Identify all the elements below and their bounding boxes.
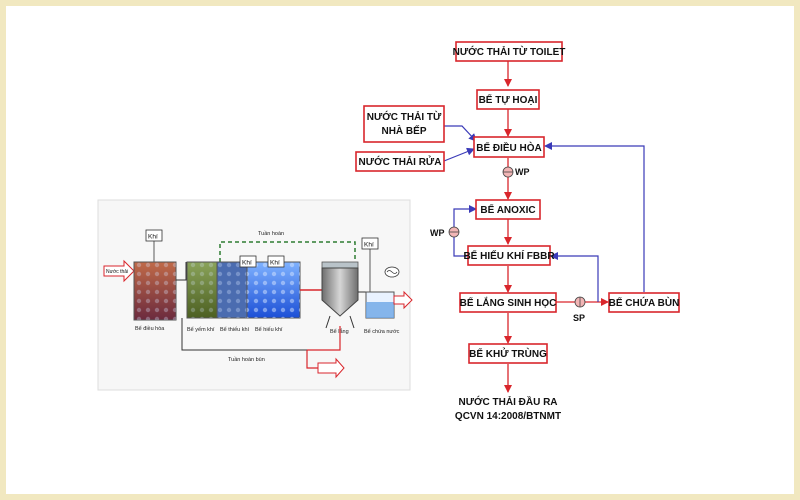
node-thai-rua: NƯỚC THẢI RỬA xyxy=(355,151,445,172)
pump-sp: SP xyxy=(573,296,586,323)
node-khu-trung: BỂ KHỬ TRÙNG xyxy=(468,343,548,364)
label-recirc-top: Tuần hoàn xyxy=(258,231,284,237)
air-supply-2: Khí xyxy=(239,255,257,268)
clarifier: Bể lắng xyxy=(321,261,359,335)
pump-wp-label-2: WP xyxy=(430,228,445,238)
equalization-tank: Bể điều hòa xyxy=(133,261,177,332)
khi-label-3: Khí xyxy=(270,260,280,267)
sludge-recirculation: Tuần hoàn bùn xyxy=(181,318,345,379)
khi-label-4: Khí xyxy=(364,242,374,249)
air-supply-4: Khí xyxy=(361,237,379,292)
process-diagram: Nước thải Khí Bể điều hòa Tuần hoàn xyxy=(97,41,680,422)
clean-water-tank: Bể chứa nước xyxy=(358,291,400,335)
air-supply-1: Khí xyxy=(145,229,163,262)
node-nha-bep: NƯỚC THẢI TỪ NHÀ BẾP xyxy=(363,105,445,143)
treatment-schematic: Nước thải Khí Bể điều hòa Tuần hoàn xyxy=(97,199,413,391)
khi-label-1: Khí xyxy=(148,234,158,241)
label-tank-hieu-khi: Bể hiếu khí xyxy=(255,326,283,333)
air-supply-3: Khí xyxy=(267,255,285,268)
node-hieu-khi-fbbr-label: BỂ HIẾU KHÍ FBBR xyxy=(463,249,555,262)
node-nha-bep-line1: NƯỚC THẢI TỪ xyxy=(367,110,442,123)
node-khu-trung-label: BỂ KHỬ TRÙNG xyxy=(469,347,547,360)
node-chua-bun-label: BỂ CHỨA BÙN xyxy=(609,296,680,309)
arrow-chuabun-dieuhoa xyxy=(544,142,645,292)
arrow-thairua-dieuhoa xyxy=(443,147,475,162)
outflow-arrow xyxy=(393,290,413,310)
node-toilet: NƯỚC THẢI TỪ TOILET xyxy=(453,41,566,62)
flowchart: NƯỚC THẢI TỪ TOILET BỂ TỰ HOẠI NƯỚC THẢI… xyxy=(355,41,680,422)
blower-icon xyxy=(384,266,400,278)
arrow-nhabep-dieuhoa xyxy=(444,125,477,142)
output-line-1: NƯỚC THẢI ĐẦU RA xyxy=(458,395,557,408)
node-dieu-hoa-label: BỂ ĐIỀU HÒA xyxy=(476,141,542,154)
node-chua-bun: BỂ CHỨA BÙN xyxy=(608,292,680,313)
node-anoxic: BỂ ANOXIC xyxy=(475,199,541,220)
label-tank-thieu-khi: Bể thiếu khí xyxy=(220,326,250,333)
label-tank-yem-khi: Bể yếm khí xyxy=(187,326,215,333)
khi-label-2: Khí xyxy=(242,260,252,267)
node-nha-bep-line2: NHÀ BẾP xyxy=(381,124,426,137)
node-dieu-hoa: BỂ ĐIỀU HÒA xyxy=(473,136,545,158)
label-tank-chua-nuoc: Bể chứa nước xyxy=(364,328,400,335)
pump-wp-label-1: WP xyxy=(515,167,530,177)
arrow-sludge-return xyxy=(550,252,599,302)
node-tu-hoai-label: BỂ TỰ HOẠI xyxy=(479,93,538,106)
node-toilet-label: NƯỚC THẢI TỪ TOILET xyxy=(453,45,566,58)
pump-wp-recycle: WP xyxy=(430,226,460,238)
pump-sp-label: SP xyxy=(573,313,585,323)
node-thai-rua-label: NƯỚC THẢI RỬA xyxy=(359,155,442,168)
node-anoxic-label: BỂ ANOXIC xyxy=(480,203,535,216)
node-hieu-khi-fbbr: BỂ HIẾU KHÍ FBBR xyxy=(463,245,555,266)
pump-wp-dieu-hoa: WP xyxy=(502,166,530,178)
output-line-2: QCVN 14:2008/BTNMT xyxy=(455,411,561,422)
label-tank-lang: Bể lắng xyxy=(330,328,349,335)
inflow-arrow: Nước thải xyxy=(103,259,135,283)
node-lang-sinh-hoc-label: BỂ LẮNG SINH HỌC xyxy=(460,296,557,309)
recirculation-top: Tuần hoàn xyxy=(219,231,356,262)
node-lang-sinh-hoc: BỂ LẮNG SINH HỌC xyxy=(459,292,557,313)
inflow-label: Nước thải xyxy=(106,269,128,275)
pipe-eq-bio xyxy=(176,262,187,281)
label-tank-dieu-hoa: Bể điều hòa xyxy=(135,325,165,332)
label-recirc-bottom: Tuần hoàn bùn xyxy=(228,357,265,363)
node-tu-hoai: BỂ TỰ HOẠI xyxy=(476,89,540,110)
